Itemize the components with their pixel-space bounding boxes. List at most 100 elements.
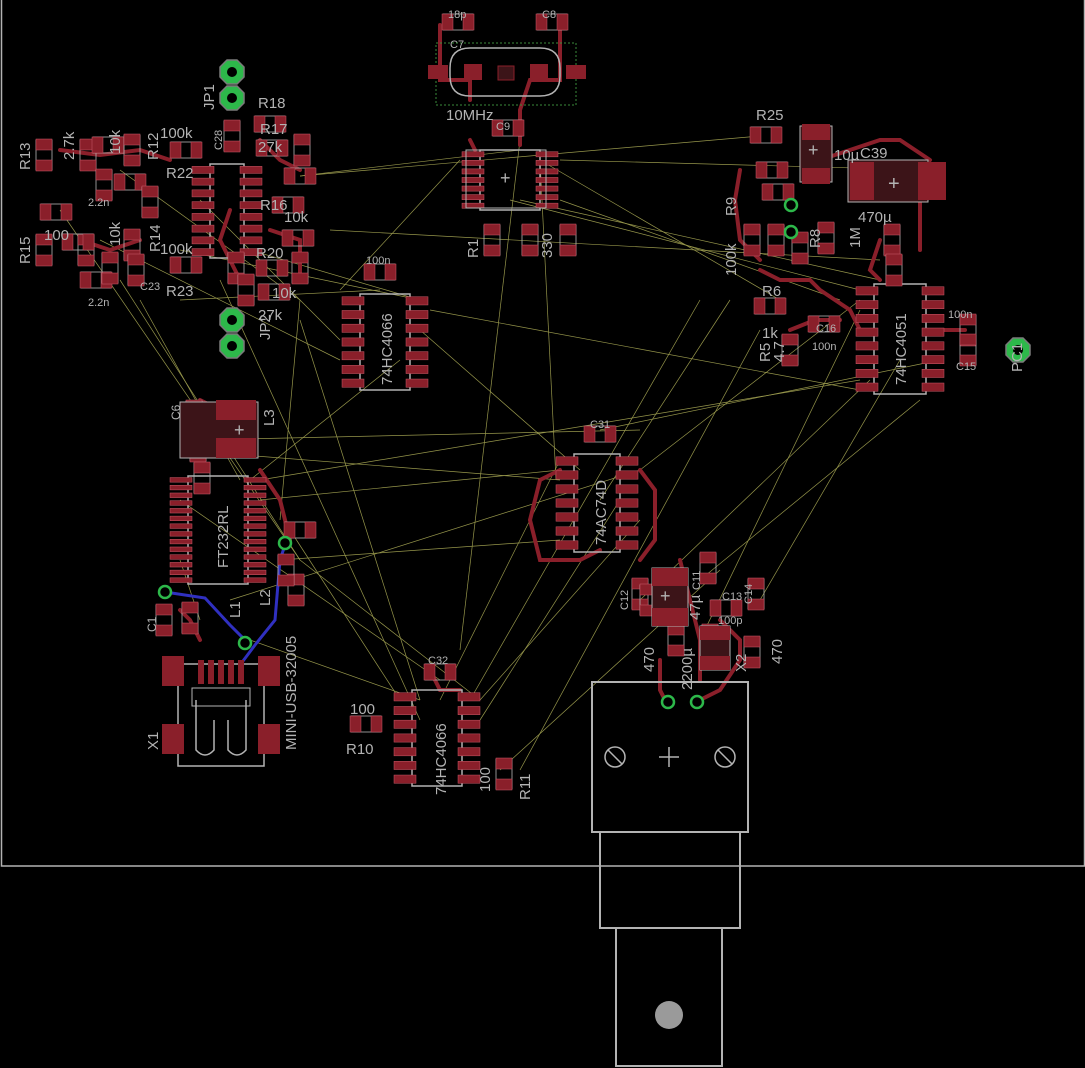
smd-pad <box>559 244 577 257</box>
value-27k-a: 27k <box>258 139 283 156</box>
airwire <box>509 199 861 291</box>
ic-pin-pad <box>461 185 485 192</box>
value-2-7k: 2.7k <box>61 131 78 160</box>
ic-pin-pad <box>461 160 485 166</box>
smd-pad <box>271 196 284 214</box>
l3-label: L3 <box>261 409 278 426</box>
ic-pin-pad <box>239 189 263 198</box>
ic-pin-pad <box>169 492 193 498</box>
ic-pin-pad <box>393 747 417 757</box>
smd-pad <box>281 229 294 247</box>
value-47u: 47µ <box>687 594 704 620</box>
value-1m: 1M <box>847 227 864 248</box>
value-2-2n-a: 2.2n <box>88 197 109 209</box>
c31-label: C31 <box>590 419 610 431</box>
ic-pin-pad <box>405 296 429 306</box>
smd-pad <box>743 244 761 257</box>
smd-part <box>709 599 743 617</box>
airwire <box>249 639 421 701</box>
smd-pad <box>699 551 717 564</box>
airwire <box>419 329 581 471</box>
ic-pin-pad <box>405 378 429 388</box>
value-330: 330 <box>539 233 556 258</box>
c9-label: C9 <box>496 121 510 133</box>
ic-pin-pad <box>405 323 429 333</box>
ic-pin-pad <box>341 310 365 319</box>
smd-pad <box>770 126 783 144</box>
trace <box>217 208 242 282</box>
value-10k-a: 10k <box>107 129 124 154</box>
trace <box>867 238 882 282</box>
c39-label: C39 <box>860 145 888 162</box>
c11-label: C11 <box>691 571 703 590</box>
smd-pad <box>743 635 761 648</box>
c32-label: C32 <box>428 655 448 667</box>
ic-pin-pad <box>169 569 193 575</box>
ic-pin-pad <box>239 166 263 174</box>
smd-pad <box>776 161 789 179</box>
smd-pad <box>883 223 901 236</box>
c13-label: C13 <box>722 591 742 603</box>
smd-pad <box>283 167 296 185</box>
r8-label: R8 <box>807 229 824 248</box>
ic-pin-pad <box>555 512 579 522</box>
ic-package <box>393 689 481 787</box>
smd-part <box>749 126 783 144</box>
r13-label: R13 <box>17 142 34 170</box>
ic-pin-pad <box>855 382 879 392</box>
smd-part <box>495 757 513 791</box>
trace <box>638 468 657 562</box>
smd-part <box>223 119 241 153</box>
trace <box>527 468 602 562</box>
smd-pad <box>462 13 475 31</box>
smd-part <box>959 333 977 367</box>
ic-pin-pad <box>615 498 639 508</box>
ic-pin-pad <box>243 515 267 521</box>
smd-pad <box>77 254 95 267</box>
value-10k-d: 10k <box>272 285 297 302</box>
value-100-b: 100 <box>350 701 375 718</box>
smd-pad <box>817 221 835 234</box>
smd-part <box>227 251 245 285</box>
smd-part <box>181 601 199 635</box>
ic-pin-pad <box>243 562 267 568</box>
ic-pin-pad <box>921 327 945 337</box>
smd-part <box>39 203 73 221</box>
airwire <box>539 159 557 481</box>
ic-pin-pad <box>239 236 263 245</box>
airwire <box>259 379 861 481</box>
ic-pin-pad <box>457 706 481 715</box>
ic-pin-pad <box>239 177 263 186</box>
airwire <box>199 199 341 341</box>
ic-pin-pad <box>341 337 365 347</box>
ic-pin-pad <box>243 508 267 514</box>
ic-package <box>461 149 559 211</box>
value-100p: 100p <box>718 615 742 627</box>
value-100-c: 100 <box>477 767 494 792</box>
smd-pad <box>512 119 525 137</box>
smd-pad <box>123 154 141 167</box>
r1-label: R1 <box>465 239 482 258</box>
label-layer: 10MHz MINI-USB-32005 FT232RL 74HC4066 74… <box>17 9 1026 800</box>
smd-part <box>293 133 311 167</box>
value-100n-a: 100n <box>366 255 390 267</box>
smd-pad <box>885 274 903 287</box>
smd-pad <box>699 572 717 585</box>
smd-pad <box>349 715 362 733</box>
ic-pin-pad <box>555 456 579 466</box>
smd-part <box>169 256 203 274</box>
ic-pin-pad <box>393 719 417 729</box>
smd-pad <box>35 233 53 246</box>
smd-pad <box>747 577 765 590</box>
svg-text:+: + <box>808 140 819 160</box>
value-100n-c: 100n <box>812 341 836 353</box>
c6-label: C6 <box>169 404 183 420</box>
c14-label: C14 <box>743 584 755 604</box>
c15-label: C15 <box>956 361 976 373</box>
ic-pin-pad <box>457 692 481 702</box>
trace <box>658 658 667 702</box>
ic-pin-pad <box>461 168 485 175</box>
ic-pin-pad <box>393 774 417 784</box>
smd-part <box>755 161 789 179</box>
smd-pad <box>807 315 820 333</box>
